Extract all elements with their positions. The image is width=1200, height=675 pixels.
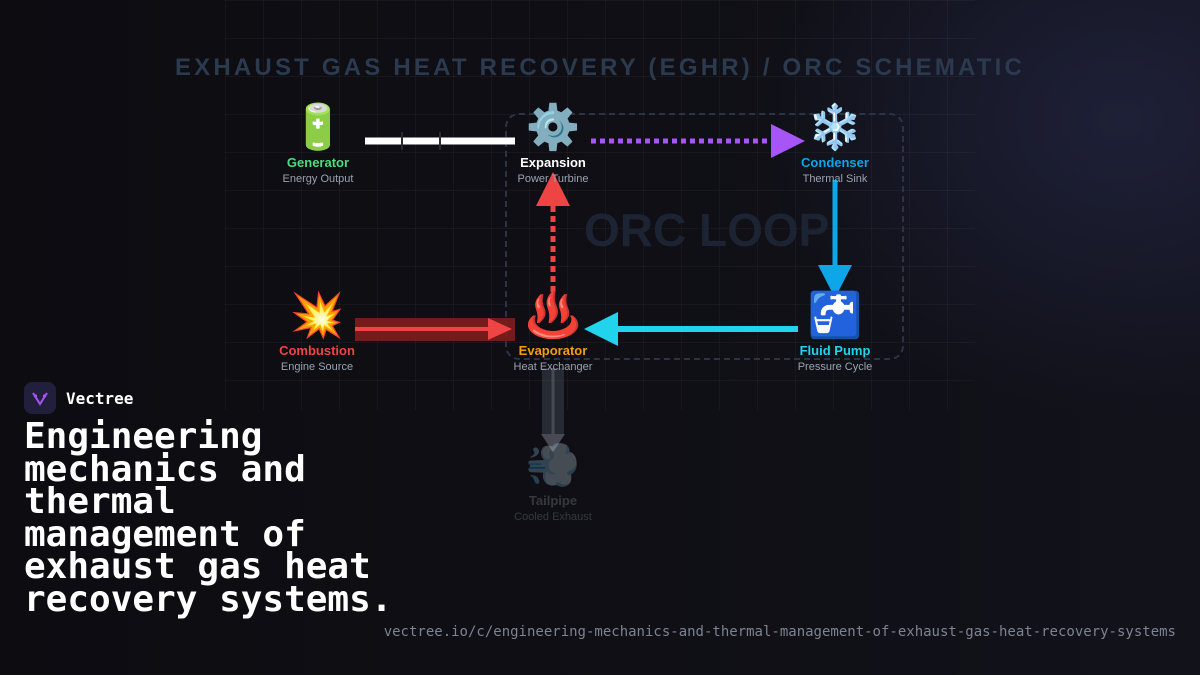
snowflake-icon: ❄️ — [807, 103, 863, 152]
background-grid — [225, 0, 975, 410]
evaporator-node: ♨️ Evaporator Heat Exchanger — [488, 291, 618, 373]
power-shaft-connector — [365, 132, 515, 150]
tailpipe-node: 💨 Tailpipe Cooled Exhaust — [488, 441, 618, 523]
faucet-icon: 🚰 — [807, 291, 863, 340]
vectree-logo-icon — [24, 382, 56, 414]
tailpipe-sublabel: Cooled Exhaust — [514, 511, 592, 523]
condenser-to-pump-arrow — [818, 180, 852, 298]
combustion-label: Combustion — [279, 343, 355, 358]
exhaust-cloud-icon: 💨 — [525, 441, 581, 490]
combustion-to-evaporator-arrow — [355, 318, 515, 341]
fluid-pump-label: Fluid Pump — [799, 343, 871, 358]
generator-label: Generator — [286, 155, 350, 170]
expansion-sublabel: Power Turbine — [517, 173, 589, 185]
condenser-label: Condenser — [801, 155, 869, 170]
fluid-pump-sublabel: Pressure Cycle — [797, 361, 873, 373]
gear-icon: ⚙️ — [525, 103, 581, 152]
combustion-sublabel: Engine Source — [280, 361, 354, 373]
expansion-label: Expansion — [520, 155, 586, 170]
source-url[interactable]: vectree.io/c/engineering-mechanics-and-t… — [383, 624, 1176, 640]
evaporator-to-expansion-arrow — [536, 172, 570, 292]
orc-loop-label: ORC LOOP — [584, 204, 830, 256]
fluid-pump-node: 🚰 Fluid Pump Pressure Cycle — [770, 291, 900, 373]
generator-sublabel: Energy Output — [282, 173, 354, 185]
headline: Engineering mechanics and thermal manage… — [24, 416, 393, 620]
hot-springs-icon: ♨️ — [525, 291, 581, 340]
tailpipe-label: Tailpipe — [528, 493, 578, 508]
orc-loop-boundary — [505, 113, 904, 360]
explosion-icon: 💥 — [289, 291, 345, 340]
condenser-sublabel: Thermal Sink — [802, 173, 868, 185]
expansion-node: ⚙️ Expansion Power Turbine — [488, 103, 618, 185]
combustion-node: 💥 Combustion Engine Source — [252, 291, 382, 373]
evaporator-to-tailpipe-arrow — [541, 368, 565, 452]
pump-to-evaporator-arrow — [584, 312, 798, 346]
brand: Vectree — [24, 382, 133, 414]
battery-icon: 🔋 — [290, 103, 346, 152]
diagram-title: EXHAUST GAS HEAT RECOVERY (EGHR) / ORC S… — [174, 54, 1026, 81]
brand-name: Vectree — [66, 388, 134, 408]
evaporator-sublabel: Heat Exchanger — [513, 361, 593, 373]
condenser-node: ❄️ Condenser Thermal Sink — [770, 103, 900, 185]
generator-node: 🔋 Generator Energy Output — [253, 103, 383, 185]
evaporator-label: Evaporator — [518, 343, 588, 358]
expansion-to-condenser-arrow — [591, 124, 805, 158]
